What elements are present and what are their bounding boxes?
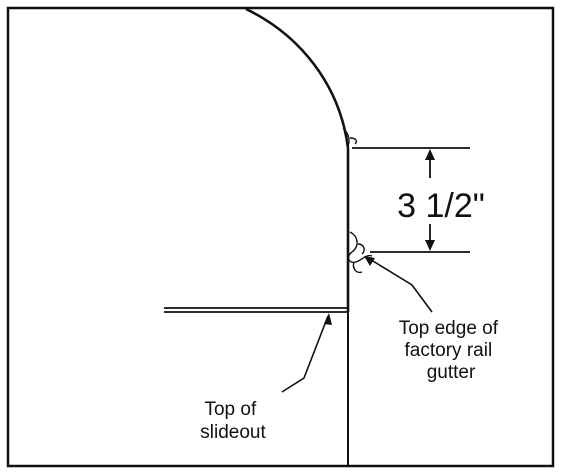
rail-gutter-label-line: gutter — [427, 362, 476, 383]
slideout-label-line: Top of — [204, 399, 256, 420]
slideout-leader — [281, 315, 329, 393]
rail-gutter-leader — [367, 257, 433, 313]
rail-gutter-leader-arrowhead — [364, 256, 375, 266]
upper-trim-detail — [342, 127, 358, 147]
slideout-label: Top of slideout — [200, 399, 266, 443]
rail-gutter-label-line: Top edge of — [399, 318, 499, 339]
slideout-leader-arrowhead — [324, 313, 332, 325]
rail-gutter-label-line: factory rail — [405, 340, 493, 361]
dimension-label: 3 1/2" — [397, 187, 485, 225]
rail-gutter-label: Top edge of factory rail gutter — [399, 318, 504, 383]
rail-gutter-detail — [347, 231, 373, 274]
dimension-arrowhead-down — [425, 240, 435, 251]
roof-curve — [245, 7, 350, 149]
slideout-label-line: slideout — [200, 422, 266, 443]
diagram-frame — [6, 6, 555, 468]
dimension-arrowhead-up — [425, 149, 435, 160]
